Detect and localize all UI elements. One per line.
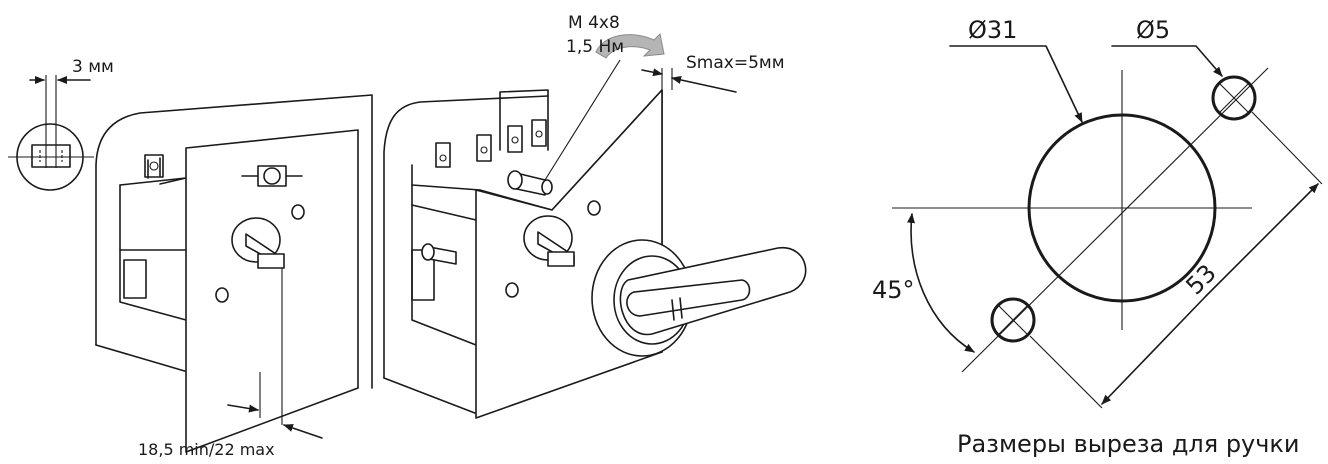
assembly-left: 18,5 min/22 max (95, 94, 373, 459)
shaft-detail: 3 мм (8, 57, 114, 191)
panel-thickness-label: Smax=5мм (686, 53, 785, 73)
gap-label: 3 мм (72, 57, 114, 77)
angle-label: 45° (872, 276, 915, 304)
screw-label: M 4x8 (568, 13, 620, 33)
cutout-drawing: Ø31 Ø5 53 45° Размеры выреза для ручки (872, 16, 1323, 458)
torque-label: 1,5 Нм (566, 37, 624, 57)
large-hole (1027, 113, 1217, 303)
shaft-length-label: 18,5 min/22 max (138, 440, 275, 459)
small-hole-top (1211, 75, 1257, 121)
assembly-right: M 4x8 1,5 Нм Smax=5мм (383, 13, 807, 419)
hole-spacing-label: 53 (1180, 259, 1221, 300)
curved-arrow-icon (595, 32, 665, 59)
hole-large-label: Ø31 (968, 16, 1017, 44)
hole-small-label: Ø5 (1136, 16, 1170, 44)
small-hole-bottom (990, 297, 1036, 343)
caption: Размеры выреза для ручки (957, 430, 1300, 458)
